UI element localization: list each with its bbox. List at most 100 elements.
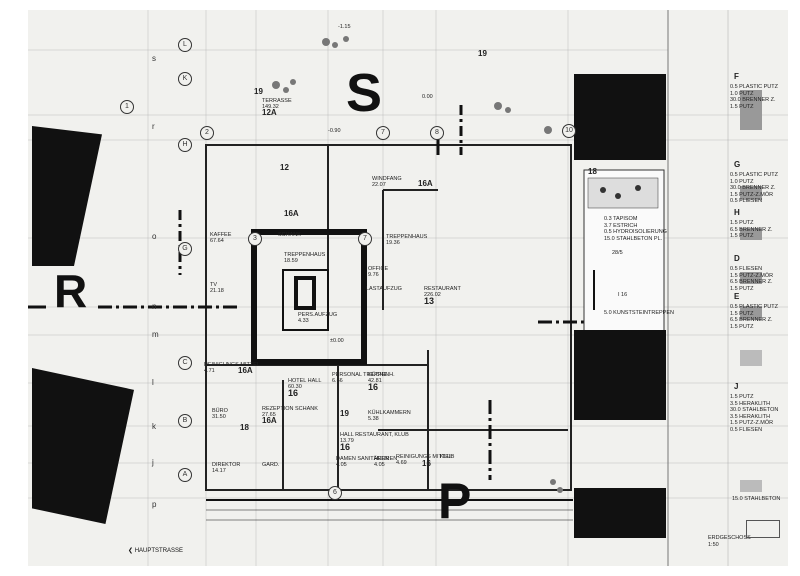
row-axis-m: m: [152, 330, 159, 339]
legend-layer: 1.0 PUTZ: [730, 90, 754, 97]
row-axis-n: n: [152, 302, 157, 311]
legend-group-label: F: [734, 72, 739, 81]
level-pm000: ±0.00: [330, 338, 344, 344]
room-gard: GARD.: [262, 462, 280, 468]
legend-layer: 1.5 PUTZ-Z.MÖR: [730, 272, 774, 279]
section-marker-p: P: [438, 473, 472, 529]
room-area: 4.69: [396, 460, 407, 466]
room-area: 31.50: [212, 414, 226, 420]
grid-lines: [28, 10, 788, 566]
legend-layer: 30.0 BRENNER Z.: [730, 185, 776, 191]
legend-layer: 1.5 PUTZ: [730, 103, 754, 110]
room-windfang-code: 16A: [418, 179, 433, 188]
grid-letter-l: L: [178, 38, 192, 52]
room-area: 27.65: [262, 412, 276, 418]
legend-layer: 6.5 BRENNER Z.: [730, 317, 773, 323]
room-area: 60.30: [288, 384, 302, 390]
row-axis-j: j: [152, 458, 154, 467]
room-name: REINIGUNGS MITTEL: [396, 454, 452, 460]
room-area: 9.76: [368, 272, 379, 278]
room-area: 5.38: [368, 416, 379, 422]
legend-group-label: D: [734, 254, 740, 263]
row-axis-s: s: [152, 54, 156, 63]
room-kuhlkammern-code: 19: [340, 409, 349, 418]
legend-layer: 3.5 HERAKLITH: [730, 400, 771, 407]
legend-layer: 0.5 PLASTIC PUTZ: [730, 172, 778, 178]
grid-number-2: 2: [200, 126, 214, 140]
room-area: 4.33: [298, 318, 309, 324]
room-name: RESTAURANT: [424, 286, 461, 292]
legend-layer: 1.5 PUTZ: [730, 285, 754, 292]
grid-number-6: 6: [328, 486, 342, 500]
room-area: 67.64: [210, 238, 224, 244]
room-name: TV: [210, 282, 218, 288]
room-area: 149.32: [262, 104, 279, 110]
grid-number-8: 8: [430, 126, 444, 140]
room-name: WINDFANG: [372, 176, 402, 182]
room-name: TREPPENHAUS: [284, 252, 326, 258]
row-axis-k: k: [152, 422, 156, 431]
room-name: BÜRO: [212, 408, 228, 414]
room-personal-treppenh: PERSONAL TREPPENH.6.66: [332, 372, 395, 384]
room-schank-code: 16A: [284, 209, 299, 218]
legend-group-label: E: [734, 292, 740, 301]
legend-layer: 3.5 HERAKLITH: [730, 413, 771, 420]
grid-number-10: 10: [562, 124, 576, 138]
room-reinigungs-2-code: 16: [422, 459, 431, 468]
legend-layer: 30.0 STAHLBETON: [730, 407, 779, 413]
row-axis-o: o: [152, 232, 157, 241]
legend-group-label: H: [734, 208, 740, 217]
section-marker-r: R: [54, 265, 88, 317]
level-000: 0.00: [422, 94, 433, 100]
code-i16: I 16: [618, 292, 628, 298]
code-18-section: 18: [588, 167, 597, 176]
hatch-block-right-3: [574, 488, 666, 538]
grid-number-7b: 7: [358, 232, 372, 246]
room-area: 4.05: [336, 462, 347, 468]
room-name: DAMEN SANITÄREN: [336, 456, 389, 462]
room-name: PERS.AUFZUG: [298, 312, 338, 318]
legend-layer: 1.5 PUTZ: [730, 233, 754, 239]
room-code: 16: [368, 382, 379, 392]
room-area: 22.07: [372, 182, 386, 188]
legend-layer: 6.5 BRENNER Z.: [730, 279, 773, 285]
section-layer: 0.5 HYDROISOLIERUNG: [604, 229, 667, 235]
room-area: 21.18: [210, 288, 224, 294]
grid-letter-a: A: [178, 468, 192, 482]
floor-section-detail: [583, 169, 665, 351]
room-area: 4.71: [204, 368, 215, 374]
room-klub: KLUB: [440, 454, 455, 460]
legend-layer: 0.5 PLASTIC PUTZ: [730, 304, 778, 310]
legend-layer: 1.5 PUTZ-Z.MÖR: [730, 420, 774, 426]
floor-plan-drawing: [28, 10, 788, 566]
room-name: PERSONAL TREPPENH.: [332, 372, 395, 378]
hatch-block-right-1: [574, 74, 666, 160]
legend-layer: 30.0 BRENNER Z.: [730, 97, 776, 103]
room-name: OFFICE: [368, 266, 389, 272]
room-area: 18.59: [284, 258, 298, 264]
room-code: 12A: [262, 108, 277, 117]
legend-layer: 1.5 PUTZ: [730, 310, 754, 317]
grid-letter-b: B: [178, 414, 192, 428]
room-name: DIREKTOR: [212, 462, 241, 468]
room-code: 16: [340, 442, 351, 452]
room-name: HALL RESTAURANT, KLUB: [340, 432, 409, 438]
legend-layer: 0.5 FLIESEN: [730, 266, 763, 272]
legend-layer: 1.0 PUTZ: [730, 178, 754, 185]
legend-layer: 1.5 PUTZ-Z.MÖR: [730, 191, 774, 198]
row-axis-l: l: [152, 378, 154, 387]
legend-layer: 0.5 FLIESEN: [730, 426, 763, 433]
hatch-block-right-2: [574, 330, 666, 420]
section-marker-s: S: [346, 63, 383, 123]
